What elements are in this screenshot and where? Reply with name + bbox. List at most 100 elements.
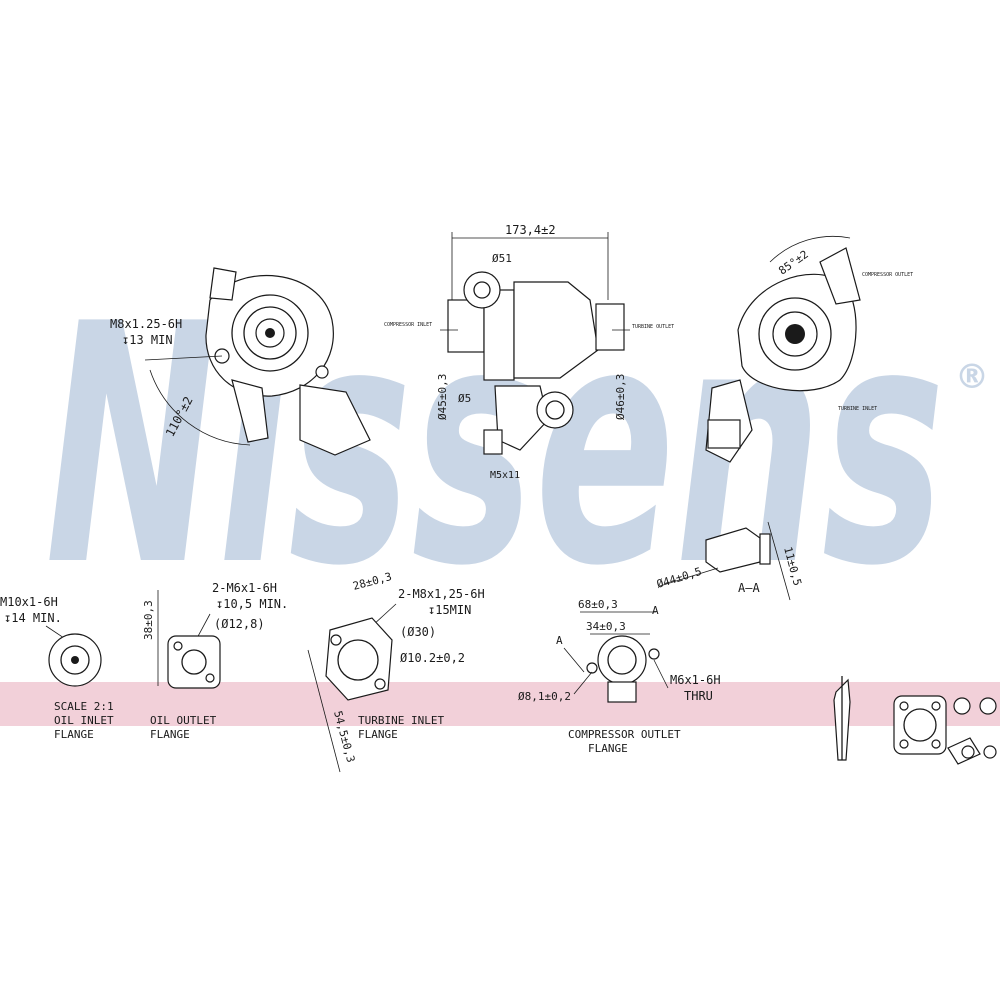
oil-outlet-label-1: OIL OUTLET <box>150 714 217 727</box>
turbine-outlet-pipe <box>595 303 625 351</box>
oil-inlet-center <box>71 656 79 664</box>
washer-3 <box>983 745 997 759</box>
section-dim-line <box>767 521 791 601</box>
thread-label-1: M8x1.25-6H <box>110 317 182 331</box>
bracket-left <box>231 379 269 443</box>
turbine-inlet-thread-1: 2-M8x1,25-6H <box>398 587 485 601</box>
oil-inlet-thread-1: M10x1-6H <box>0 595 58 609</box>
outlet-pipe-left <box>299 384 371 456</box>
compressor-inlet-label: COMPRESSOR INLET <box>384 322 432 328</box>
gasket-square-bore <box>903 708 937 742</box>
lower-flange-bore <box>545 400 565 420</box>
outlet-neck-right <box>819 247 861 305</box>
compressor-outlet-label: COMPRESSOR OUTLET <box>862 272 913 278</box>
mount-hole-2 <box>315 365 329 379</box>
section-a-a: Ø44±0,5 11±0,5 A–A <box>655 521 804 601</box>
overall-length: 173,4±2 <box>505 223 556 237</box>
bottom-thread: M5x11 <box>490 470 520 481</box>
housing-ring-inner <box>243 306 297 360</box>
comp-outlet-label-1: COMPRESSOR OUTLET <box>568 728 681 741</box>
turbine-inlet-flange: 28±0,3 2-M8x1,25-6H ↧15MIN (Ø30) Ø10.2±0… <box>307 570 485 773</box>
comp-outlet-bore <box>607 645 637 675</box>
comp-outlet-neck <box>607 681 637 703</box>
turbine-inlet-label: TURBINE INLET <box>838 406 877 412</box>
sensor-block <box>483 429 503 455</box>
actuator-box <box>707 419 741 449</box>
oil-outlet-flange: 2-M6x1-6H ↧10,5 MIN. (Ø12,8) 38±0,3 OIL … <box>142 581 288 741</box>
turbine-inlet-body <box>325 617 393 701</box>
housing-ring <box>231 294 309 372</box>
turbine-inlet-thread-2: ↧15MIN <box>428 603 471 617</box>
oil-inlet-thread-2: ↧14 MIN. <box>4 611 62 625</box>
turbo-right-view: 85°±2 COMPRESSOR OUTLET TURBINE INLET <box>705 235 913 463</box>
top-diameter: Ø51 <box>492 252 512 265</box>
watermark-band <box>0 682 1000 726</box>
shaft-center <box>265 328 275 338</box>
section-tube <box>759 533 771 565</box>
gasket-bolt-3 <box>899 739 909 749</box>
turbine-inlet-dia1: (Ø30) <box>400 625 436 639</box>
comp-outlet-hole: Ø8,1±0,2 <box>518 690 571 703</box>
housing-tab <box>209 267 237 301</box>
comp-outlet-width1: 68±0,3 <box>578 598 618 611</box>
actuator-center <box>473 281 491 299</box>
turbine-inlet-label-2: FLANGE <box>358 728 398 741</box>
gasket-square <box>893 695 947 755</box>
turbine-inlet-label-1: TURBINE INLET <box>358 714 444 727</box>
turbine-inlet-dia2: Ø10.2±0,2 <box>400 651 465 665</box>
thread-label-2: ↧13 MIN <box>122 333 173 347</box>
oil-outlet-height: 38±0,3 <box>142 600 155 640</box>
comp-outlet-thread-2: THRU <box>684 689 713 703</box>
turbine-inlet-bolt-2 <box>374 678 386 690</box>
section-mark-top: A <box>652 604 659 617</box>
turbine-inlet-dim <box>307 649 341 773</box>
watermark-registered: ® <box>955 357 989 397</box>
oil-inlet-label-1: OIL INLET <box>54 714 114 727</box>
turbo-center-view: 173,4±2 Ø51 COMPRESSOR INLET TURBINE OUT… <box>384 223 674 481</box>
oil-outlet-thread-2: ↧10,5 MIN. <box>216 597 288 611</box>
compressor-outlet-flange: 68±0,3 34±0,3 A A Ø8,1±0,2 M6x1-6H THRU … <box>518 598 721 755</box>
comp-outlet-bolt-2 <box>648 648 660 660</box>
section-line <box>563 647 585 673</box>
angle-arc-right <box>769 235 851 263</box>
oil-outlet-bolt-1 <box>173 641 183 651</box>
turbine-inlet-bolt-1 <box>330 634 342 646</box>
comp-outlet-bolt-1 <box>586 662 598 674</box>
oil-outlet-thread-1: 2-M6x1-6H <box>212 581 277 595</box>
lower-flange <box>536 391 574 429</box>
angle-arc <box>149 369 251 446</box>
oil-outlet-bore <box>181 649 207 675</box>
oil-inlet-scale: SCALE 2:1 <box>54 700 114 713</box>
gasket-bolt-2 <box>931 701 941 711</box>
oil-inlet-bore <box>60 645 90 675</box>
dia-right: Ø46±0,3 <box>614 374 627 420</box>
comp-outlet-width2: 34±0,3 <box>586 620 626 633</box>
section-mark-left: A <box>556 634 563 647</box>
washer-1 <box>953 697 971 715</box>
housing-ring-right <box>758 297 832 371</box>
dia-left: Ø45±0,3 <box>436 374 449 420</box>
oil-inlet-label-2: FLANGE <box>54 728 94 741</box>
oil-inlet-flange: M10x1-6H ↧14 MIN. SCALE 2:1 OIL INLET FL… <box>0 595 114 741</box>
wheel-hub <box>785 324 805 344</box>
section-dia-leader <box>659 567 719 587</box>
gasket-bolt-4 <box>931 739 941 749</box>
comp-outlet-label-2: FLANGE <box>588 742 628 755</box>
oil-outlet-bolt-2 <box>205 673 215 683</box>
gasket-small-bore <box>961 745 975 759</box>
accessories <box>833 676 997 765</box>
hole-leader <box>573 671 593 695</box>
turbine-outlet-label: TURBINE OUTLET <box>632 324 674 330</box>
small-diameter: Ø5 <box>458 392 471 405</box>
leader-thread <box>144 355 223 361</box>
comp-outlet-thread-1: M6x1-6H <box>670 673 721 687</box>
thread-leader <box>653 659 669 689</box>
actuator-can <box>463 271 501 309</box>
washer-2 <box>979 697 997 715</box>
gasket-bolt-1 <box>899 701 909 711</box>
comp-outlet-body <box>597 635 647 685</box>
section-title: A–A <box>738 581 760 595</box>
oil-outlet-label-2: FLANGE <box>150 728 190 741</box>
oil-outlet-pitch: (Ø12,8) <box>214 617 265 631</box>
